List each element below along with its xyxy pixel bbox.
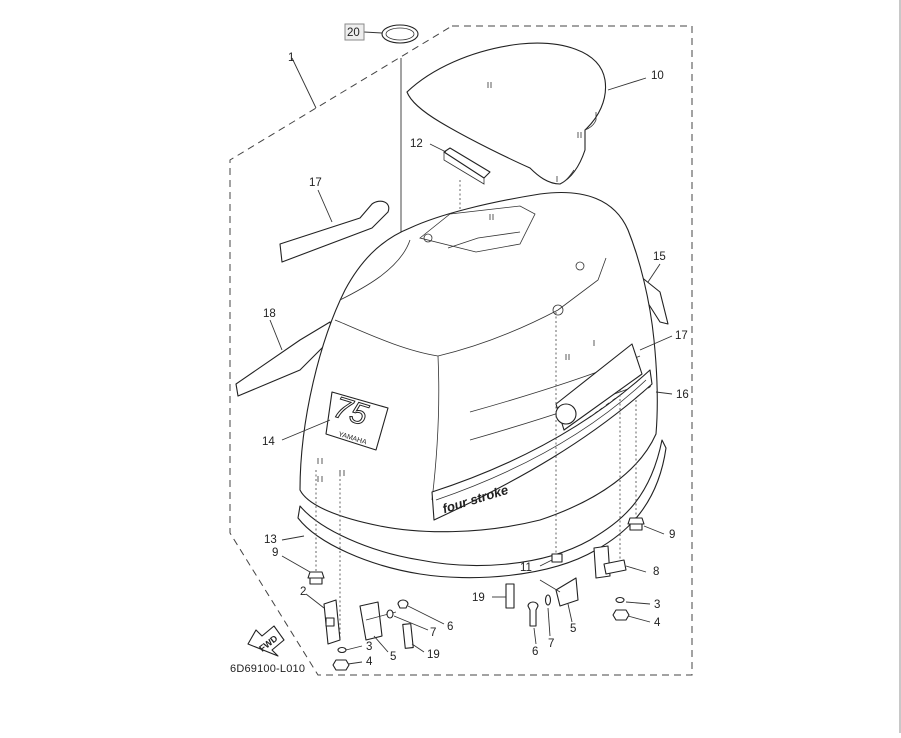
- callout-4-right: 4: [654, 617, 661, 629]
- part-14-model-badge: 75 YAMAHA: [325, 390, 389, 451]
- right-hardware: [505, 577, 630, 627]
- assembly-boundary: [229, 25, 693, 676]
- callout-17-left: 17: [309, 177, 322, 189]
- callout-8: 8: [653, 566, 659, 578]
- callout-13: 13: [264, 534, 277, 546]
- callout-20: 20: [347, 27, 360, 39]
- callout-3-right: 3: [654, 599, 660, 611]
- part-9-grommet-right: [627, 517, 645, 531]
- callout-18: 18: [263, 308, 276, 320]
- callout-14: 14: [262, 436, 275, 448]
- callout-17-right: 17: [675, 330, 688, 342]
- diagram-code: 6D69100-L010: [230, 663, 305, 675]
- callout-5-left: 5: [390, 651, 396, 663]
- callout-5-right: 5: [570, 623, 576, 635]
- callout-2: 2: [300, 586, 306, 598]
- left-hardware: [323, 599, 414, 671]
- callout-10: 10: [651, 70, 664, 82]
- callout-12: 12: [410, 138, 423, 150]
- callout-6-right: 6: [532, 646, 538, 658]
- part-8-bracket: [593, 545, 627, 579]
- part-12-rubber-strip: [443, 147, 491, 179]
- callout-11: 11: [520, 562, 532, 574]
- callout-7-right: 7: [548, 638, 554, 650]
- callout-7-left: 7: [430, 627, 436, 639]
- part-17-decal-left: [279, 200, 390, 263]
- callout-1: 1: [288, 52, 294, 64]
- callout-19-right: 19: [472, 592, 485, 604]
- callout-4-left: 4: [366, 656, 373, 668]
- callout-9-right: 9: [669, 529, 675, 541]
- fwd-arrow-icon: FWD: [247, 625, 285, 657]
- window-edge: [899, 0, 901, 733]
- callout-19-left: 19: [427, 649, 440, 661]
- callout-16: 16: [676, 389, 689, 401]
- callout-20-box: [344, 23, 365, 41]
- callout-6-left: 6: [447, 621, 453, 633]
- part-13-seal: [297, 439, 667, 579]
- callout-15: 15: [653, 251, 666, 263]
- part-11-nut: [551, 553, 563, 563]
- part-10-top-cap: [406, 42, 607, 185]
- callout-3-left: 3: [366, 641, 372, 653]
- callout-9-left: 9: [272, 547, 278, 559]
- part-9-grommet-left: [307, 571, 325, 585]
